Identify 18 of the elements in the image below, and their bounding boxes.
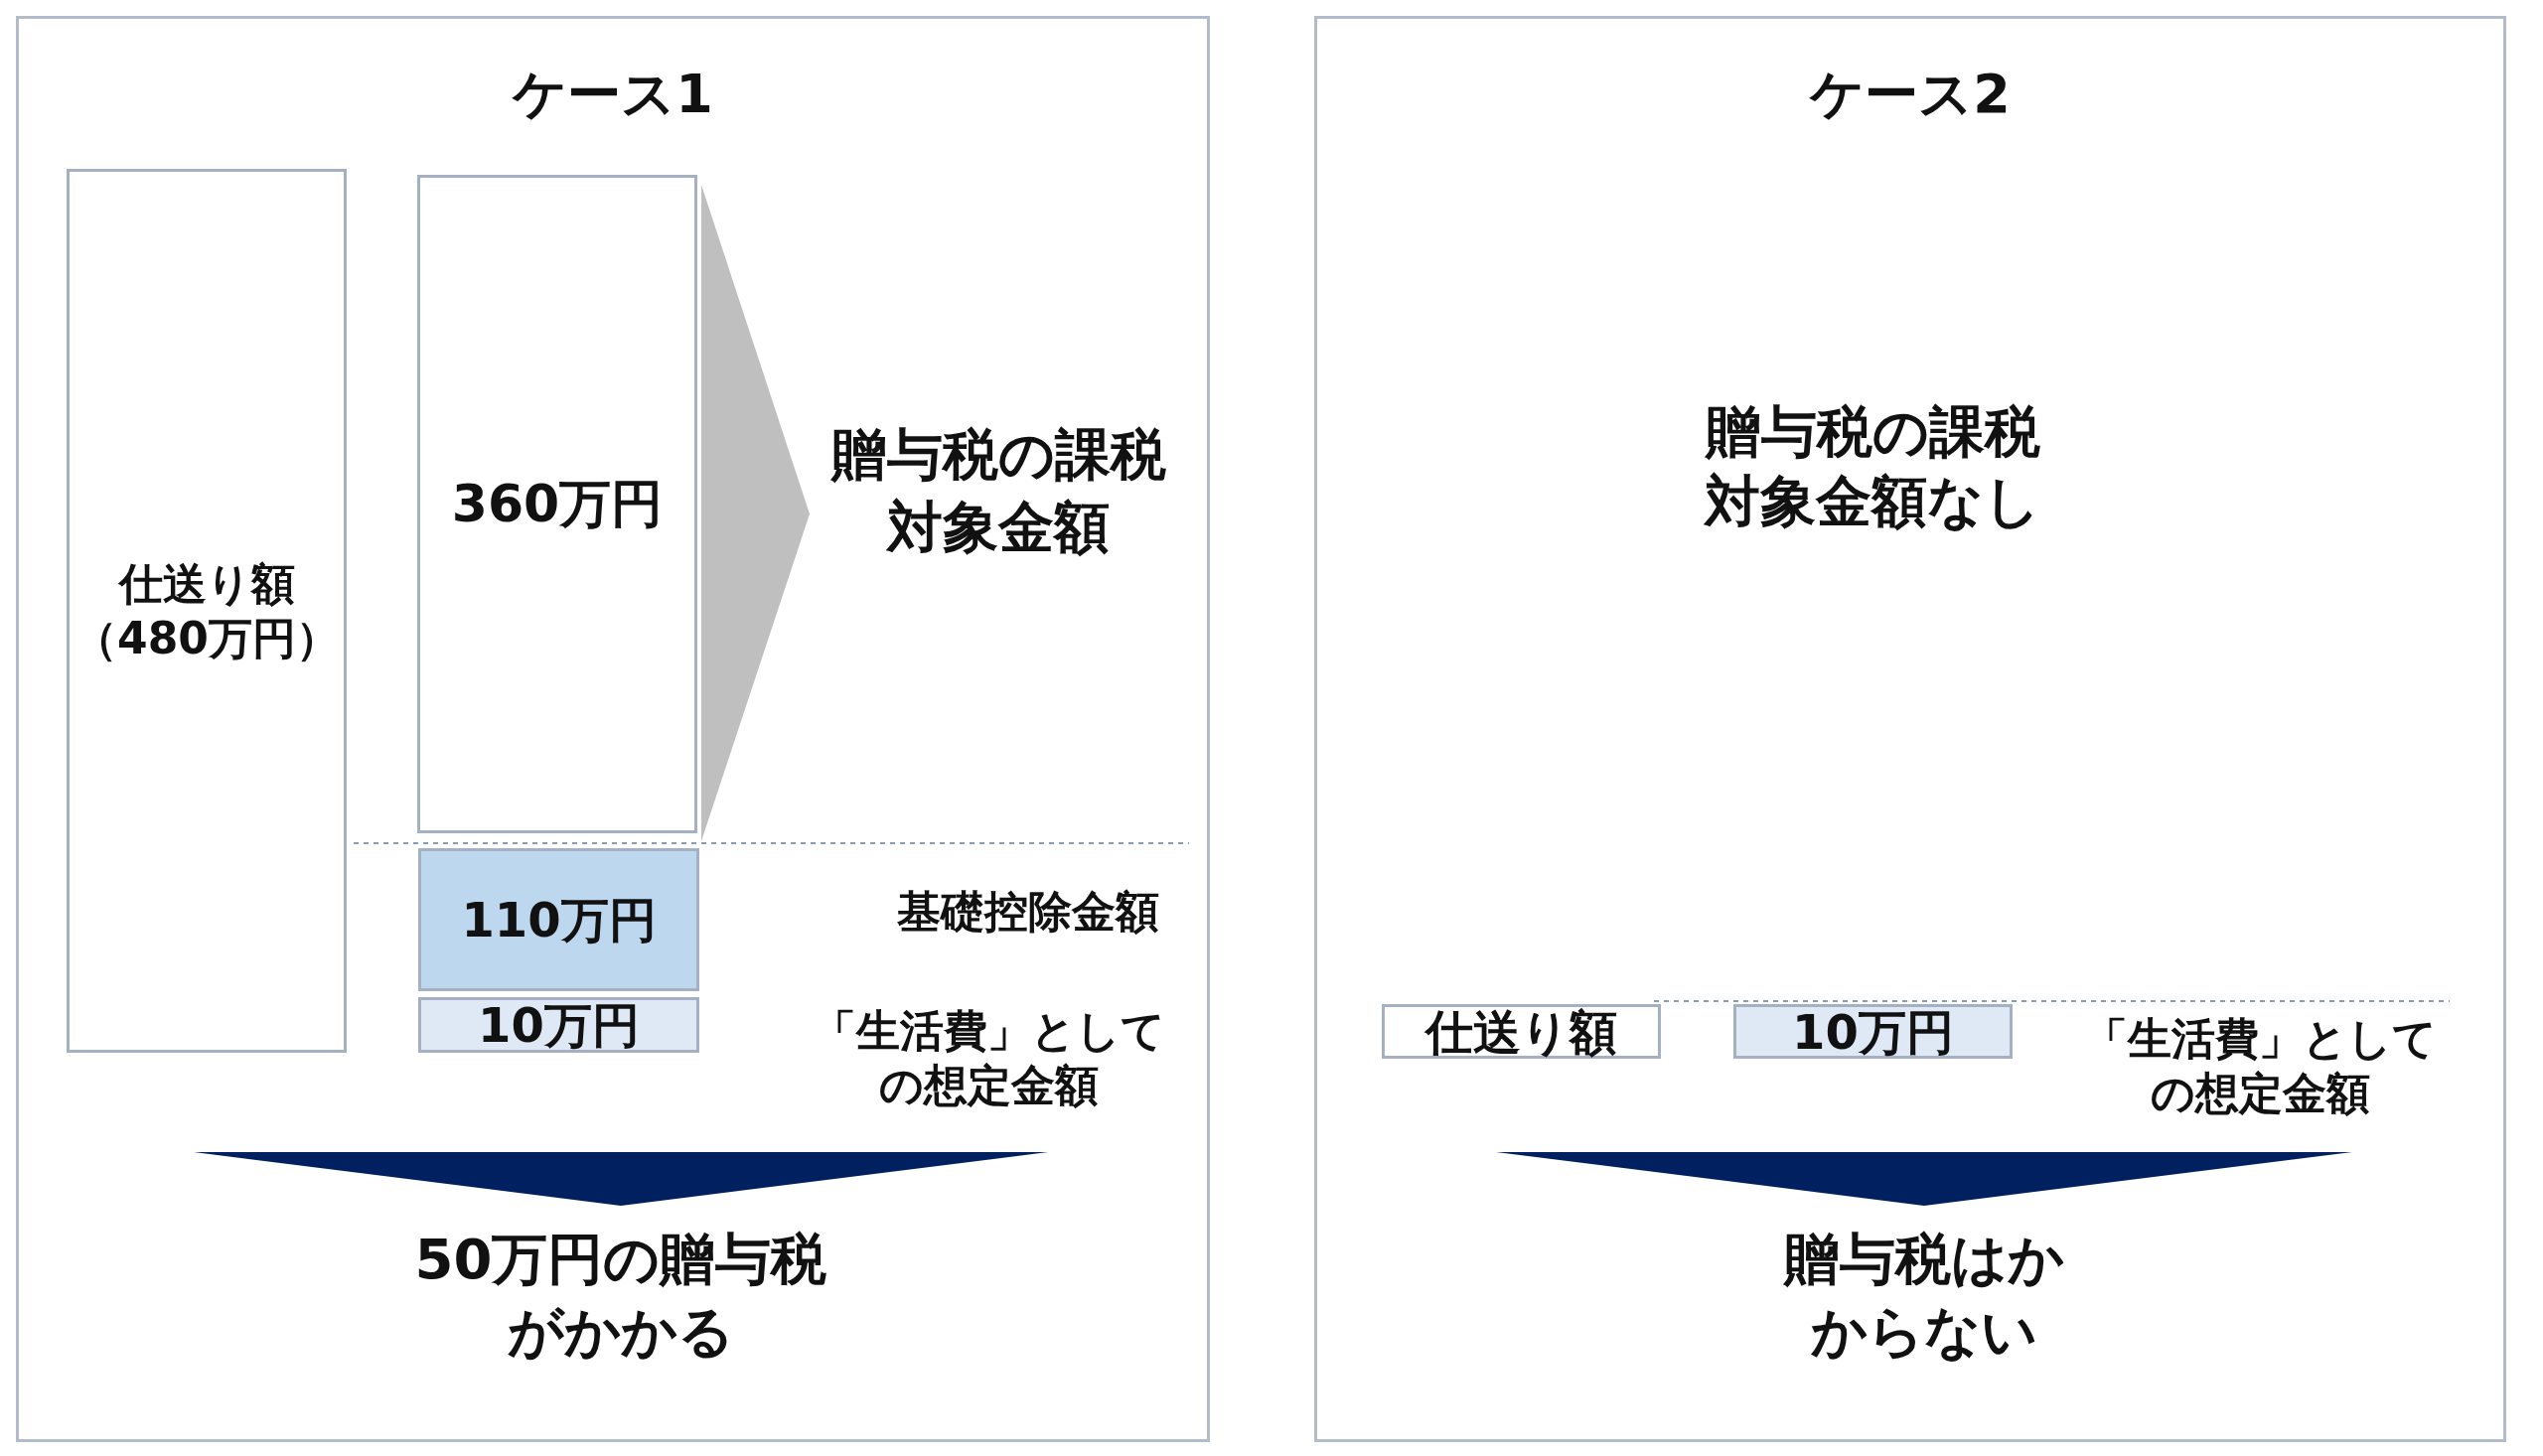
amount-box: 10万円 — [1733, 1004, 2013, 1059]
note-text: 贈与税の課税対象金額なし — [1703, 398, 2041, 535]
case-panel — [1314, 16, 2506, 1442]
amount-box: 仕送り額（480万円） — [67, 169, 347, 1053]
note-text: 「生活費」としての想定金額 — [2082, 1012, 2438, 1120]
result-text: 贈与税の課税対象金額 — [810, 397, 1187, 586]
amount-box: 360万円 — [417, 175, 697, 833]
panel-title: ケース2 — [1808, 62, 2012, 127]
amount-box: 10万円 — [418, 997, 699, 1053]
result-text: 贈与税はかからない — [1770, 1224, 2078, 1383]
note-text: 「生活費」としての想定金額 — [811, 1004, 1166, 1112]
amount-box: 110万円 — [418, 848, 699, 991]
note-text: 基礎控除金額 — [896, 885, 1160, 939]
arrow — [701, 185, 810, 841]
amount-box: 仕送り額 — [1382, 1004, 1661, 1059]
result-text: 50万円の贈与税がかかる — [397, 1224, 844, 1383]
case-panel — [16, 16, 1210, 1442]
panel-title: ケース1 — [511, 62, 714, 127]
